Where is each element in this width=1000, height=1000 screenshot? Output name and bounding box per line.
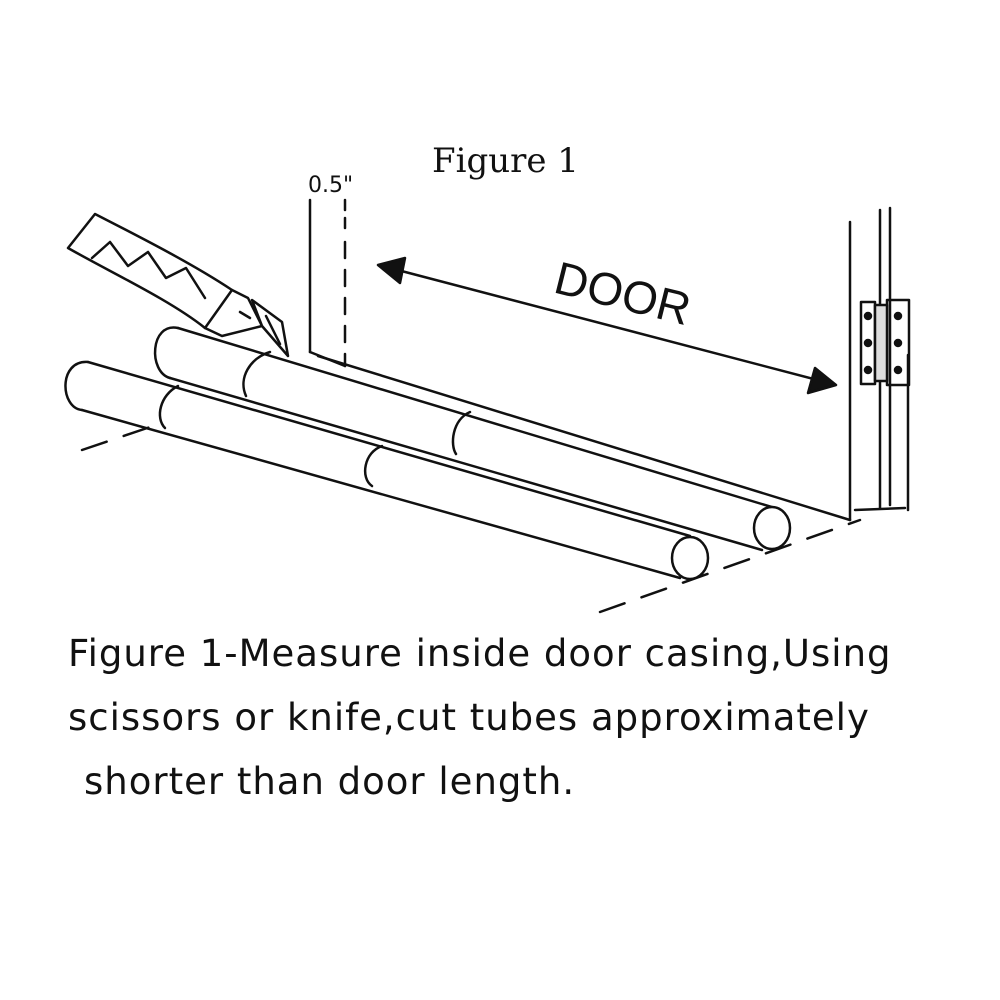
dimension-label: 0.5" [308,173,353,198]
door-hinge-icon [859,298,911,387]
caption-line-1: Figure 1-Measure inside door casing,Usin… [68,632,892,675]
caption-line-3: shorter than door length. [84,760,576,803]
utility-knife-icon [66,212,290,358]
caption-line-2: scissors or knife,cut tubes approximatel… [68,696,870,739]
floor-guide-lines [80,420,862,614]
figure-title: Figure 1 [432,141,579,181]
foam-tube-lower [64,360,710,581]
door-label: DOOR [550,251,696,335]
foam-tube-upper [153,326,792,552]
floor-line [316,354,852,522]
figure-caption: Figure 1-Measure inside door casing,Usin… [68,622,968,814]
door-frame-left [308,198,347,368]
door-width-arrow [376,256,838,395]
